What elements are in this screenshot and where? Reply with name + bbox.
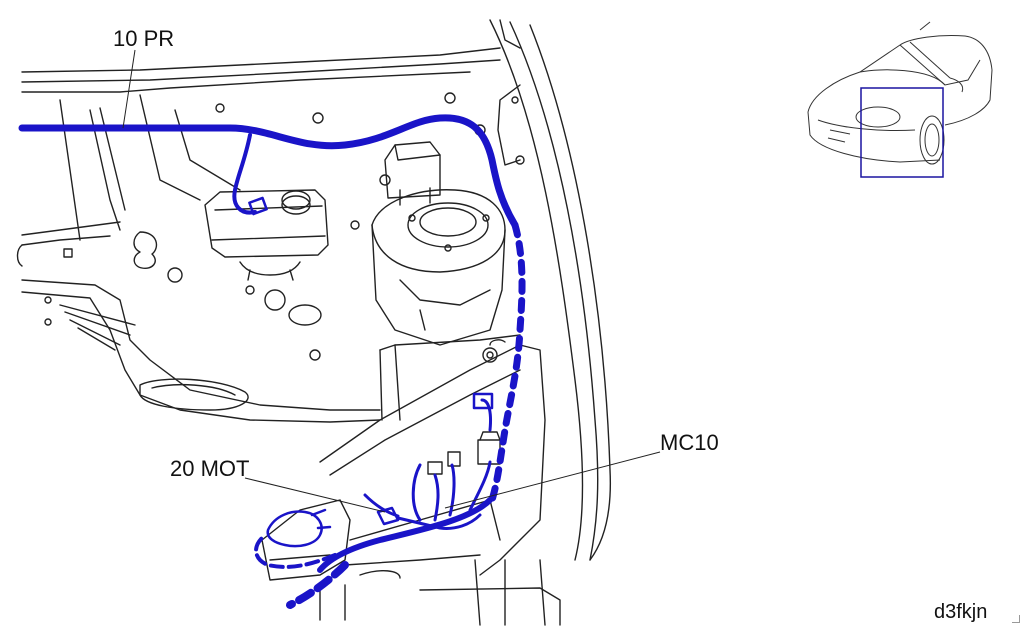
relay-connector-icon <box>472 392 494 410</box>
leader-10pr <box>122 49 136 129</box>
harness-lower-bundle <box>317 497 493 573</box>
image-code: d3fkjn <box>934 601 988 623</box>
harness-branch-reservoir <box>232 133 257 215</box>
reservoir-connector-icon <box>248 196 268 216</box>
label-20mot: 20 MOT <box>170 456 250 481</box>
label-mc10: MC10 <box>660 430 719 455</box>
engine-bay-line-art <box>16 19 612 626</box>
locator-highlight-box <box>860 87 944 178</box>
harness-headlamp-run <box>254 536 337 569</box>
label-10pr: 10 PR <box>113 26 175 51</box>
leader-20mot <box>244 477 386 513</box>
headlamp-plug-icon <box>266 510 323 548</box>
leader-mc10 <box>444 451 661 509</box>
corner-mark <box>1012 615 1020 623</box>
wiring-harness <box>18 114 526 609</box>
harness-dashed-run <box>488 221 526 504</box>
vehicle-locator-thumbnail <box>807 21 993 178</box>
harness-10pr-main <box>18 114 519 229</box>
leader-lines <box>122 49 661 513</box>
harness-lower-dashed <box>286 561 349 609</box>
mot-connector-icon <box>376 506 400 526</box>
